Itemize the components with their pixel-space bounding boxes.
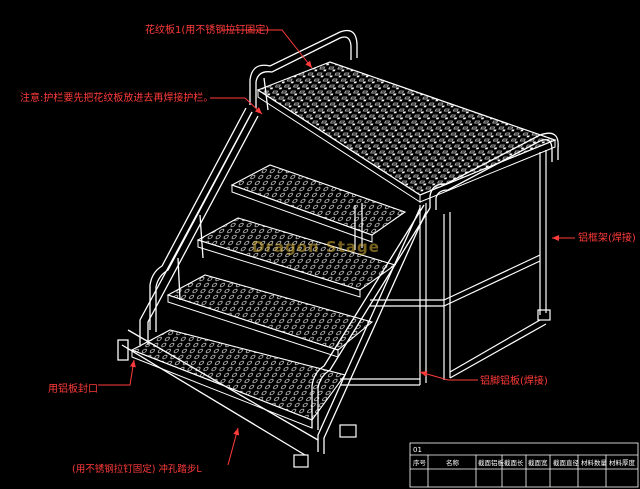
annotation-aluminum-frame: 铝框架(焊接) xyxy=(578,231,636,244)
stair-tread-2 xyxy=(196,217,397,298)
title-block-code: 01 xyxy=(413,446,422,454)
title-block-header: 材料厚度 xyxy=(609,458,636,467)
annotation-punched-steps: (用不锈钢拉钉固定) 冲孔踏步L xyxy=(72,463,202,475)
platform-deck xyxy=(256,61,557,203)
stair-tread-1 xyxy=(230,164,407,243)
title-block-header: 截面宽 xyxy=(528,458,548,467)
annotation-end-cap: 用铝板封口 xyxy=(48,382,98,395)
title-block-header: 材料数量 xyxy=(581,458,608,467)
title-block-header: 截面铝板 xyxy=(478,458,505,467)
title-block-header: 序号 xyxy=(413,458,427,467)
platform-guardrail xyxy=(249,29,559,210)
watermark: Dragon Stage xyxy=(252,238,380,256)
annotation-note: 注意:护栏要先把花纹板放进去再焊接护栏。 xyxy=(20,91,213,104)
title-block-header: 截面直径 xyxy=(553,458,580,467)
title-block-headers: 序号 名称 截面铝板 截面长 截面宽 截面直径 材料数量 材料厚度 xyxy=(413,458,636,467)
stair-tread-4 xyxy=(130,329,346,429)
title-block-header: 截面长 xyxy=(504,458,524,467)
title-block-header: 名称 xyxy=(446,458,460,467)
title-block xyxy=(409,442,639,488)
stair-tread-3 xyxy=(166,274,374,358)
annotation-channel: 铝脚铝板(焊接) xyxy=(480,374,548,387)
leader-lines xyxy=(98,29,575,466)
annotation-checker-plate: 花纹板1(用不锈钢拉钉固定) xyxy=(145,23,269,36)
